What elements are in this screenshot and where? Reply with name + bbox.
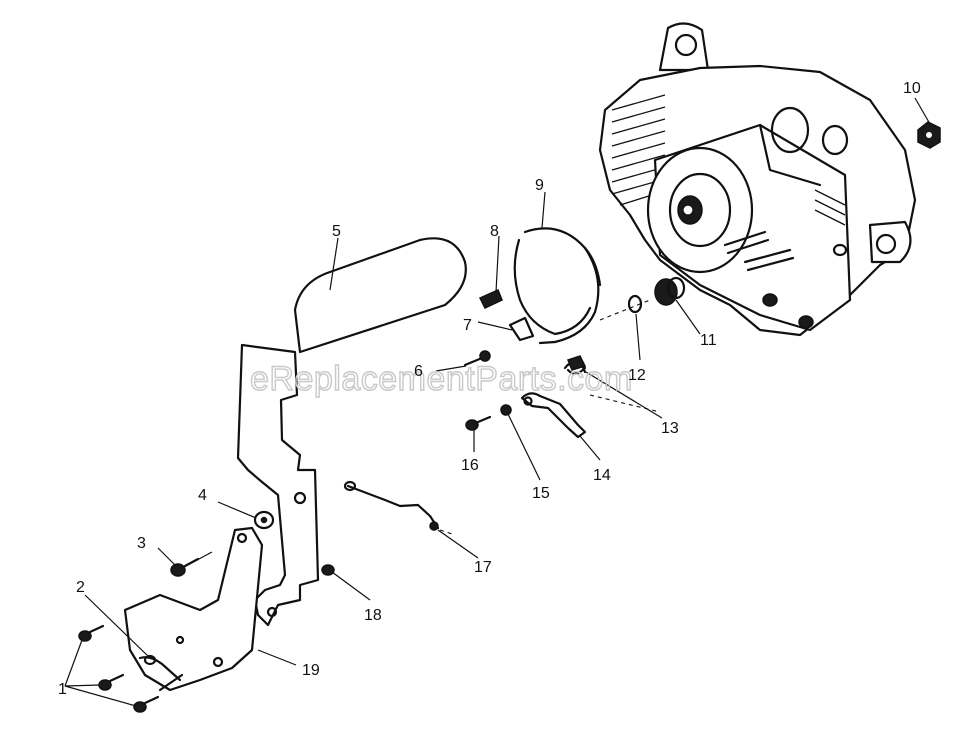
callout-16: 16 — [461, 457, 479, 474]
callout-9: 9 — [535, 177, 544, 194]
callout-11: 11 — [700, 332, 717, 349]
leader-lines — [64, 97, 931, 707]
washer-12 — [627, 294, 643, 314]
callout-7: 7 — [463, 317, 472, 334]
chain-guard — [236, 237, 467, 627]
nut-10 — [917, 121, 941, 149]
callout-18: 18 — [364, 607, 382, 624]
callout-14: 14 — [593, 467, 611, 484]
rod-17 — [343, 480, 440, 531]
callout-19: 19 — [302, 662, 320, 679]
callout-labels: 1 2 3 4 5 6 7 8 9 10 11 12 13 14 15 16 1… — [58, 80, 921, 698]
latch-7 — [508, 316, 535, 342]
screw-6 — [463, 350, 491, 367]
callout-5: 5 — [332, 223, 341, 240]
callout-6: 6 — [414, 363, 423, 380]
pin-8 — [478, 288, 503, 309]
lever-14 — [520, 392, 587, 439]
brake-band — [513, 227, 602, 345]
callout-10: 10 — [903, 80, 921, 97]
callout-2: 2 — [76, 579, 85, 596]
callout-17: 17 — [474, 559, 492, 576]
lever-2 — [138, 654, 182, 682]
washer-15 — [500, 404, 512, 416]
screw-16 — [465, 415, 492, 431]
callout-13: 13 — [661, 420, 679, 437]
callout-4: 4 — [198, 487, 207, 504]
watermark-text: eReplacementParts.com — [250, 360, 633, 398]
callout-8: 8 — [490, 223, 499, 240]
callout-3: 3 — [137, 535, 146, 552]
callout-1: 1 — [58, 681, 67, 698]
callout-15: 15 — [532, 485, 550, 502]
sprocket-11 — [654, 276, 686, 306]
spring-13 — [563, 355, 587, 375]
washer-18 — [321, 564, 335, 576]
callout-12: 12 — [628, 367, 646, 384]
engine-housing — [598, 22, 917, 337]
mount-bracket — [123, 526, 264, 692]
